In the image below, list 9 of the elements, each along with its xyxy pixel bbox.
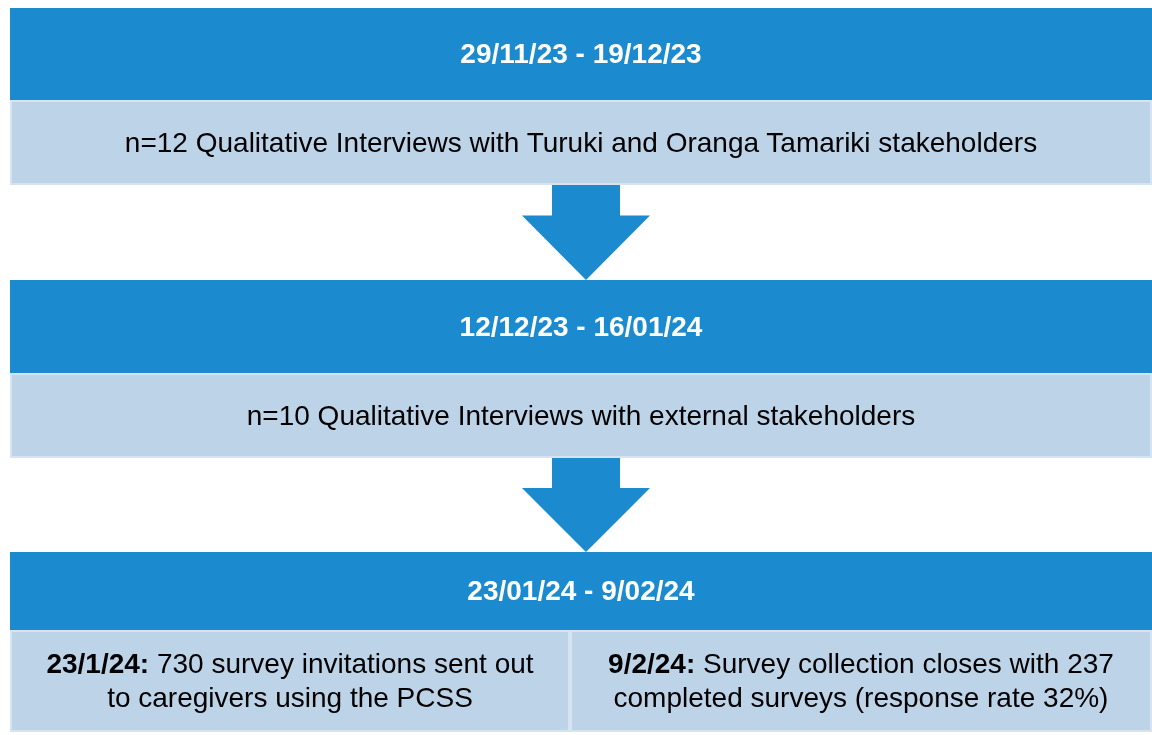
- arrow: [522, 458, 650, 552]
- arrow: [522, 185, 650, 280]
- stage-band: n=10 Qualitative Interviews with external stakeholders: [10, 373, 1152, 458]
- date-header: 29/11/23 - 19/12/23: [10, 8, 1152, 100]
- stage-cell: 9/2/24: Survey collection closes with 237 completed surveys (response rate 32%): [570, 630, 1152, 732]
- stage-band: n=12 Qualitative Interviews with Turuki and Oranga Tamariki stakeholders: [10, 100, 1152, 185]
- stage-cell: 23/1/24: 730 survey invitations sent out to caregivers using the PCSS: [10, 630, 570, 732]
- date-header: 23/01/24 - 9/02/24: [10, 552, 1152, 630]
- date-header: 12/12/23 - 16/01/24: [10, 280, 1152, 373]
